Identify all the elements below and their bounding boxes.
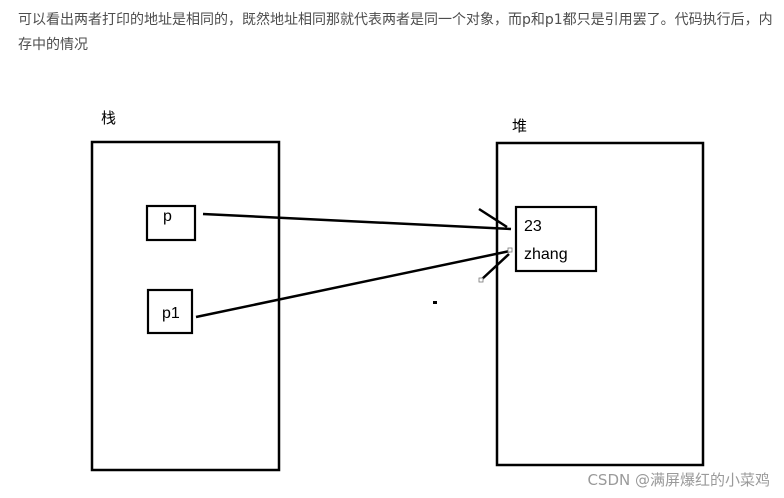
resize-handle-mark xyxy=(478,277,484,283)
stray-mark xyxy=(433,301,437,304)
object-name-value: zhang xyxy=(524,246,568,263)
explanation-paragraph: 可以看出两者打印的地址是相同的，既然地址相同那就代表两者是同一个对象，而p和p1… xyxy=(18,12,773,53)
stack-region xyxy=(90,140,281,472)
heap-label: 堆 xyxy=(512,117,528,135)
resize-handle-mark xyxy=(507,247,513,253)
heap-region xyxy=(495,141,705,467)
stack-label: 栈 xyxy=(101,109,117,127)
arrow-p1-to-object xyxy=(195,249,511,319)
arrowhead-upper-stroke xyxy=(478,207,508,229)
reference-p-box xyxy=(145,204,197,242)
reference-p1-box xyxy=(146,288,194,335)
csdn-watermark: CSDN @满屏爆红的小菜鸡 xyxy=(587,471,770,489)
heap-object-box xyxy=(514,205,598,273)
reference-p-label: p xyxy=(163,208,172,225)
object-age-value: 23 xyxy=(524,218,542,235)
arrow-p-to-object xyxy=(202,212,512,231)
arrowhead-lower-stroke xyxy=(480,253,510,281)
reference-p1-label: p1 xyxy=(162,305,180,322)
